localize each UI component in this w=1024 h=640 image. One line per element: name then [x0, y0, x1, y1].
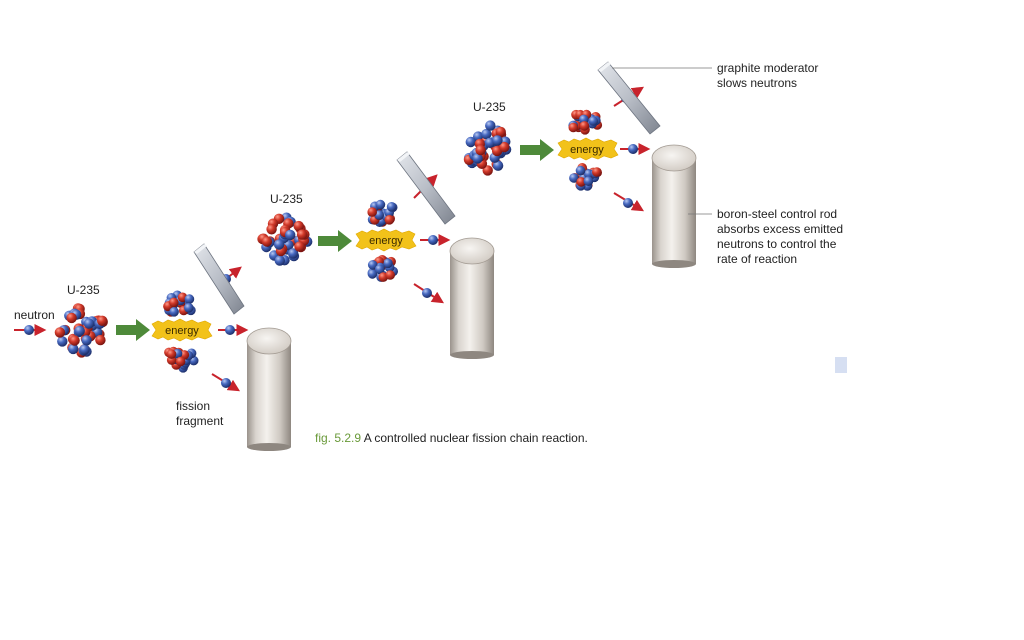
- neutron-ball: [79, 344, 90, 355]
- proton-ball: [568, 122, 579, 133]
- neutron-ball: [485, 120, 496, 131]
- proton-ball: [384, 215, 395, 225]
- emitted-neutron-3b: [620, 143, 651, 155]
- graphite-moderator-2: [396, 151, 456, 225]
- fission-fragment-3b: [569, 163, 602, 191]
- graphite-moderator-label: graphite moderator slows neutrons: [717, 61, 819, 90]
- proton-ball: [592, 167, 602, 177]
- proton-ball: [579, 121, 590, 131]
- u235-label-1: U-235: [67, 283, 100, 297]
- control-rod-3: [651, 144, 697, 268]
- proton-ball: [169, 297, 179, 308]
- neutron-ball: [81, 335, 92, 346]
- neutron-ball: [386, 202, 397, 212]
- incoming-neutron: [14, 324, 47, 336]
- energy-label-3: energy: [570, 144, 604, 156]
- proton-ball: [266, 224, 277, 235]
- proton-ball: [69, 335, 80, 346]
- proton-ball: [294, 241, 305, 252]
- neutron-ball: [569, 173, 579, 183]
- energy-burst-2: [355, 228, 417, 252]
- neutron-ball: [184, 294, 195, 304]
- emitted-neutron-1b: [218, 324, 249, 336]
- emitted-neutron-1c: [211, 373, 241, 392]
- u235-label-2: U-235: [270, 192, 303, 206]
- neutron-ball: [492, 135, 503, 146]
- proton-ball: [495, 126, 506, 138]
- neutron-ball: [575, 165, 586, 176]
- reaction-arrow-1: [116, 319, 150, 341]
- proton-ball: [367, 207, 378, 217]
- emitted-neutron-3c: [613, 192, 645, 212]
- neutron-ball: [184, 303, 194, 313]
- neutron-ball: [375, 199, 386, 210]
- neutron-ball: [169, 307, 179, 317]
- fission-fragment-1a: [163, 290, 196, 317]
- figure-caption: fig. 5.2.9 A controlled nuclear fission …: [315, 431, 588, 445]
- neutron-ball: [492, 160, 504, 171]
- neutron-ball: [481, 128, 492, 140]
- figure-caption-text: A controlled nuclear fission chain react…: [363, 431, 588, 445]
- neutron-ball: [374, 264, 385, 275]
- fission-fragment-3a: [568, 109, 603, 135]
- neutron-ball: [83, 318, 95, 329]
- neutron-ball: [57, 336, 68, 347]
- u235-label-3: U-235: [473, 100, 506, 114]
- proton-ball: [166, 349, 177, 359]
- figure-number: fig. 5.2.9: [315, 431, 362, 445]
- proton-ball: [499, 141, 510, 153]
- graphite-moderator-1: [193, 243, 245, 315]
- decorative-square: [835, 357, 847, 373]
- proton-ball: [296, 229, 308, 240]
- proton-ball: [293, 220, 304, 232]
- energy-label-1: energy: [165, 325, 199, 337]
- neutron-ball: [583, 176, 594, 186]
- proton-ball: [66, 312, 77, 324]
- energy-burst-1: [151, 318, 213, 342]
- neutron-ball: [383, 258, 393, 269]
- control-rod-1: [246, 327, 292, 451]
- fission-fragment-1b: [164, 346, 199, 373]
- fission-fragment-2b: [367, 254, 399, 282]
- neutron-ball: [74, 325, 85, 337]
- u235-nucleus-3: [463, 120, 512, 176]
- energy-label-2: energy: [369, 235, 403, 247]
- control-rod-2: [449, 237, 495, 359]
- emitted-neutron-2b: [420, 234, 451, 246]
- control-rod-label: boron-steel control rod absorbs excess e…: [717, 207, 844, 266]
- proton-ball: [54, 327, 66, 338]
- fission-fragment-2a: [367, 199, 398, 227]
- proton-ball: [385, 270, 396, 280]
- neutron-ball: [465, 136, 476, 148]
- proton-ball: [576, 177, 586, 187]
- graphite-moderator-3: [597, 61, 661, 135]
- neutron-ball: [287, 248, 299, 259]
- fission-fragment-label: fission fragment: [176, 399, 224, 428]
- proton-ball: [175, 356, 186, 367]
- neutron-ball: [273, 239, 285, 250]
- energy-burst-3: [557, 137, 619, 161]
- proton-ball: [95, 334, 106, 346]
- proton-ball: [475, 144, 486, 156]
- neutron-ball: [472, 153, 483, 164]
- reaction-arrow-2: [318, 230, 352, 252]
- u235-nucleus-1: [54, 303, 108, 358]
- neutron-ball: [367, 269, 378, 279]
- neutron-ball: [285, 229, 296, 241]
- reaction-arrow-3: [520, 139, 554, 161]
- neutron-label: neutron: [14, 308, 55, 322]
- neutron-ball: [367, 260, 378, 270]
- neutron-ball: [274, 255, 285, 266]
- u235-nucleus-2: [257, 212, 313, 266]
- neutron-ball: [588, 116, 599, 126]
- emitted-neutron-2c: [413, 283, 445, 304]
- proton-ball: [261, 236, 273, 247]
- proton-ball: [97, 315, 108, 326]
- neutron-ball: [68, 343, 79, 355]
